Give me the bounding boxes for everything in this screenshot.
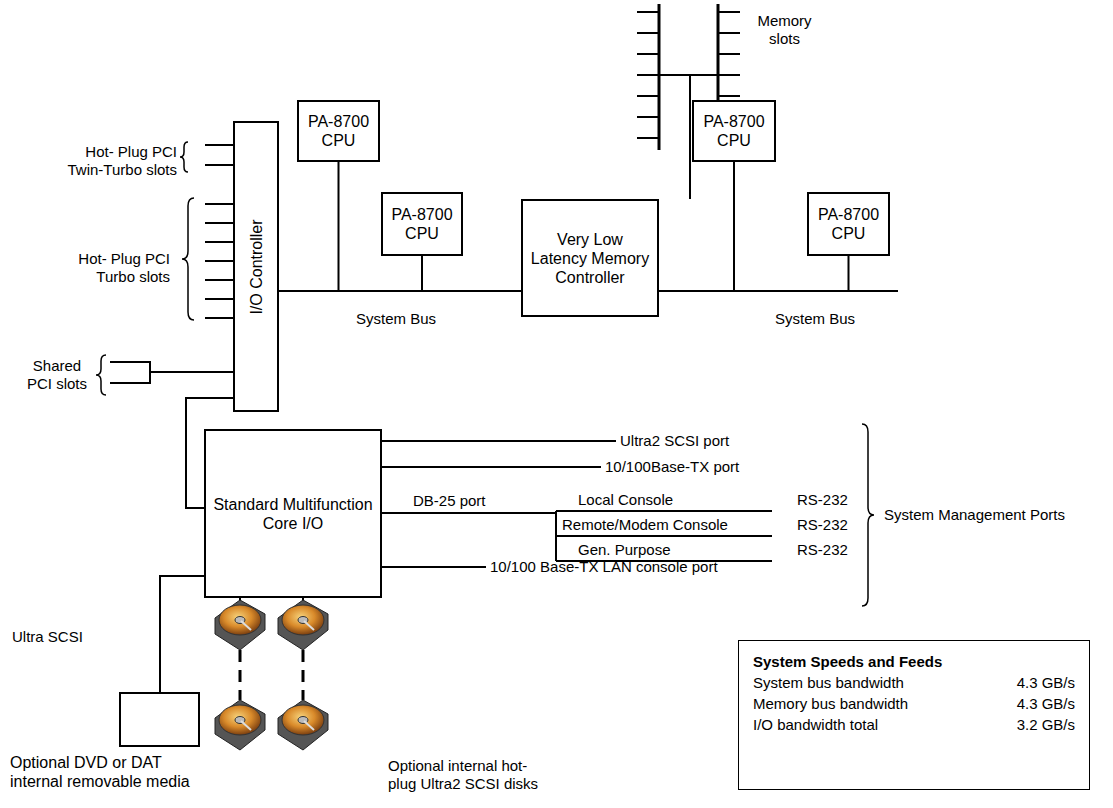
- table-cell: 3.2 GB/s: [1017, 714, 1075, 735]
- disk-icon: [215, 700, 265, 750]
- group-label: System Management Ports: [884, 506, 1065, 524]
- memory-controller: Very Low Latency Memory Controller: [521, 199, 659, 317]
- speeds-table: System Speeds and FeedsSystem bus bandwi…: [738, 640, 1090, 790]
- bus-connector: [339, 162, 522, 291]
- part-label: Memory slots: [752, 12, 817, 48]
- node-label: PA-8700 CPU: [698, 112, 770, 150]
- node-label: Very Low Latency Memory Controller: [527, 230, 653, 287]
- node-label: PA-8700 CPU: [813, 205, 884, 243]
- bus-connector: [659, 256, 849, 291]
- cpu-box: PA-8700 CPU: [692, 100, 776, 162]
- node-label: Standard Multifunction Core I/O: [210, 495, 376, 533]
- console-label: Local Console: [578, 491, 673, 509]
- cpu-box: PA-8700 CPU: [381, 192, 463, 256]
- port-line: [382, 566, 486, 568]
- bracket: [180, 142, 188, 172]
- node-label: PA-8700 CPU: [387, 205, 457, 243]
- table-cell: Memory bus bandwidth: [753, 693, 908, 714]
- node-label: System Speeds and Feeds: [753, 651, 942, 672]
- signal-label: RS-232: [797, 541, 848, 559]
- removable-media-box: Optional DVD or DAT internal removable m…: [119, 692, 200, 747]
- pci-slot-ticks: [205, 145, 233, 318]
- console-lines: [382, 511, 772, 561]
- slot-label: Hot- Plug PCI Turbo slots: [55, 250, 170, 286]
- bus-label: System Bus: [356, 310, 436, 328]
- bus-connector: [279, 290, 521, 292]
- node-label: I/O Controller: [247, 219, 266, 314]
- bus-label: Ultra SCSI: [12, 628, 83, 646]
- caption: Optional internal hot-plug Ultra2 SCSI d…: [388, 757, 553, 793]
- memory-rail: [658, 4, 661, 150]
- port-label: DB-25 port: [413, 492, 486, 510]
- slot-label: Shared PCI slots: [22, 357, 92, 393]
- port-label: 10/100 Base-TX LAN console port: [490, 558, 718, 576]
- disk-icon: [278, 600, 328, 650]
- shared-pci-wire: [110, 362, 233, 383]
- port-line: [382, 466, 601, 468]
- memory-bus: [659, 74, 718, 76]
- wiring: [96, 4, 898, 700]
- console-label: Remote/Modem Console: [562, 516, 728, 534]
- table-cell: 4.3 GB/s: [1017, 693, 1075, 714]
- signal-label: RS-232: [797, 491, 848, 509]
- node-label: Optional DVD or DAT internal removable m…: [10, 753, 200, 791]
- disk-icon: [215, 600, 265, 650]
- bracket: [182, 198, 194, 320]
- signal-label: RS-232: [797, 516, 848, 534]
- console-label: Gen. Purpose: [578, 541, 671, 559]
- disk-chain: [239, 650, 242, 700]
- bus-connector: [422, 256, 521, 291]
- bus-label: System Bus: [775, 310, 855, 328]
- disk-icon: [278, 700, 328, 750]
- bus-connector: [160, 576, 204, 692]
- table-cell: 4.3 GB/s: [1017, 672, 1075, 693]
- disk-chain: [302, 650, 305, 700]
- slot-label: Hot- Plug PCI Twin-Turbo slots: [62, 143, 177, 179]
- bracket: [96, 355, 106, 395]
- node-label: PA-8700 CPU: [303, 112, 374, 150]
- cpu-box: PA-8700 CPU: [807, 192, 890, 256]
- bracket: [862, 424, 874, 606]
- io-controller: I/O Controller: [233, 121, 279, 412]
- table-cell: System bus bandwidth: [753, 672, 904, 693]
- port-label: Ultra2 SCSI port: [620, 432, 729, 450]
- bus-connector: [659, 162, 734, 291]
- memory-bus: [689, 75, 691, 199]
- table-cell: I/O bandwidth total: [753, 714, 878, 735]
- cpu-box: PA-8700 CPU: [297, 100, 380, 162]
- port-label: 10/100Base-TX port: [605, 458, 739, 476]
- port-line: [382, 440, 616, 442]
- core-io-box: Standard Multifunction Core I/O: [204, 429, 382, 598]
